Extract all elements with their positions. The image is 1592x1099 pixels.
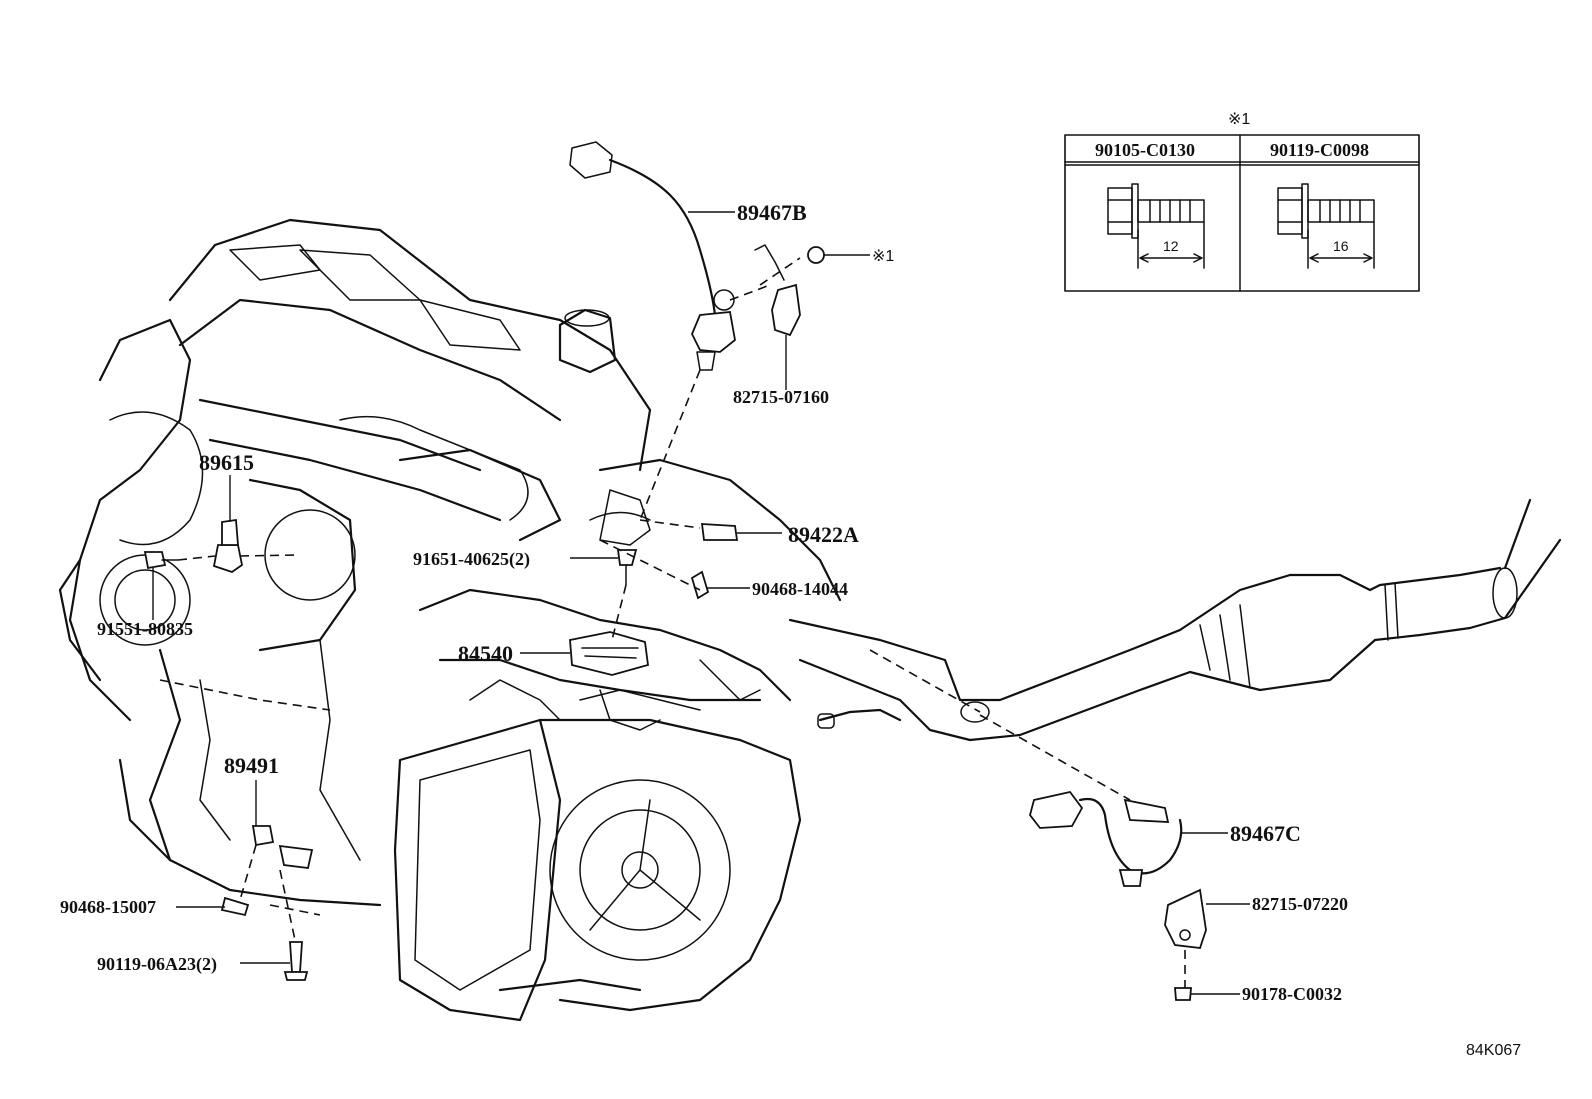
label-90468-15007: 90468-15007 xyxy=(60,897,156,917)
bracket-lower-drawing xyxy=(1164,888,1207,1001)
speed-sensor-drawing xyxy=(616,523,739,600)
bolt-table: ※1 90105-C0130 90119-C0098 12 xyxy=(1064,111,1420,292)
rear-speed-sensor-drawing xyxy=(220,825,314,981)
label-bracket-note: ※1 xyxy=(872,248,894,265)
label-89422a: 89422A xyxy=(788,522,859,547)
bolt-length-2: 16 xyxy=(1333,238,1349,254)
neutral-switch-drawing xyxy=(569,631,649,676)
label-90119-06a23: 90119-06A23(2) xyxy=(97,954,217,975)
bracket-upper-drawing xyxy=(754,244,825,337)
leader-lines xyxy=(152,211,1250,995)
label-90468-14044: 90468-14044 xyxy=(752,579,848,599)
knock-sensor-drawing xyxy=(143,518,243,573)
label-89615: 89615 xyxy=(199,450,254,475)
label-89467c: 89467C xyxy=(1230,821,1301,846)
diagram-code: 84K067 xyxy=(1466,1042,1521,1059)
label-82715-07220: 82715-07220 xyxy=(1252,894,1348,914)
dashed-alignment-lines xyxy=(159,257,1186,988)
callout-labels: 89467B ※1 82715-07160 89615 91551-80835 … xyxy=(60,200,1348,1004)
o2-sensor-upper-drawing xyxy=(569,141,736,371)
label-91551-80835: 91551-80835 xyxy=(97,619,193,639)
label-89491: 89491 xyxy=(224,753,279,778)
bolt-length-1: 12 xyxy=(1163,238,1179,254)
o2-sensor-lower-drawing xyxy=(1029,790,1183,887)
label-91651-40625: 91651-40625(2) xyxy=(413,549,530,570)
label-84540: 84540 xyxy=(458,641,513,666)
label-82715-07160: 82715-07160 xyxy=(733,387,829,407)
bolt-icon-1: 12 xyxy=(1107,183,1205,269)
exhaust-pipe-drawing xyxy=(788,498,1562,742)
bolt-icon-2: 16 xyxy=(1277,183,1375,269)
label-89467b: 89467B xyxy=(737,200,807,225)
bolt-table-part-1: 90105-C0130 xyxy=(1095,140,1195,160)
bolt-table-title: ※1 xyxy=(1228,111,1250,128)
bolt-table-part-2: 90119-C0098 xyxy=(1270,140,1369,160)
label-90178-c0032: 90178-C0032 xyxy=(1242,984,1342,1004)
